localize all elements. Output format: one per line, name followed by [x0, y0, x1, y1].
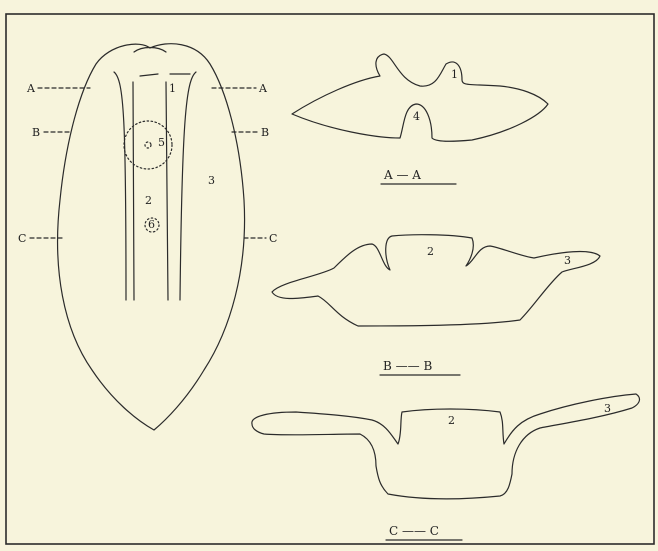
section-bb-label-3: 3	[564, 254, 571, 267]
marker-b-right: B	[261, 126, 269, 139]
section-aa: 1 4 A — A	[292, 54, 548, 184]
marker-b-left: B	[32, 126, 40, 139]
region-label-2: 2	[145, 194, 152, 207]
marker-c-right: C	[269, 232, 277, 245]
marker-a-left: A	[26, 82, 36, 95]
right-inner-line	[166, 82, 168, 300]
top-bar-left	[140, 74, 158, 76]
section-cc-outline	[252, 394, 640, 499]
region-label-6: 6	[148, 218, 155, 231]
body-outline	[58, 44, 245, 430]
region-label-1: 1	[169, 82, 176, 95]
left-inner-line	[133, 82, 134, 300]
section-cc: 2 3 C —— C	[252, 394, 640, 540]
section-aa-outline	[292, 54, 548, 141]
section-bb-outline	[272, 235, 600, 326]
section-aa-label-1: 1	[451, 68, 458, 81]
section-bb-caption: B —— B	[383, 359, 432, 373]
left-outer-line	[114, 72, 126, 300]
marker-a-right: A	[258, 82, 268, 95]
marker-c-left: C	[18, 232, 26, 245]
section-aa-caption: A — A	[383, 168, 421, 182]
section-cc-caption: C —— C	[389, 524, 439, 538]
section-aa-label-4: 4	[413, 110, 420, 123]
section-cc-label-3: 3	[604, 402, 611, 415]
region-label-5: 5	[158, 136, 165, 149]
right-outer-line	[180, 72, 196, 300]
section-bb: 2 3 B —— B	[272, 235, 600, 375]
main-view: A A B B C C 1 5 3 2 6	[18, 44, 277, 430]
region-label-3: 3	[208, 174, 215, 187]
circle-5-center	[145, 142, 151, 148]
section-bb-label-2: 2	[427, 245, 434, 258]
section-cc-label-2: 2	[448, 414, 455, 427]
